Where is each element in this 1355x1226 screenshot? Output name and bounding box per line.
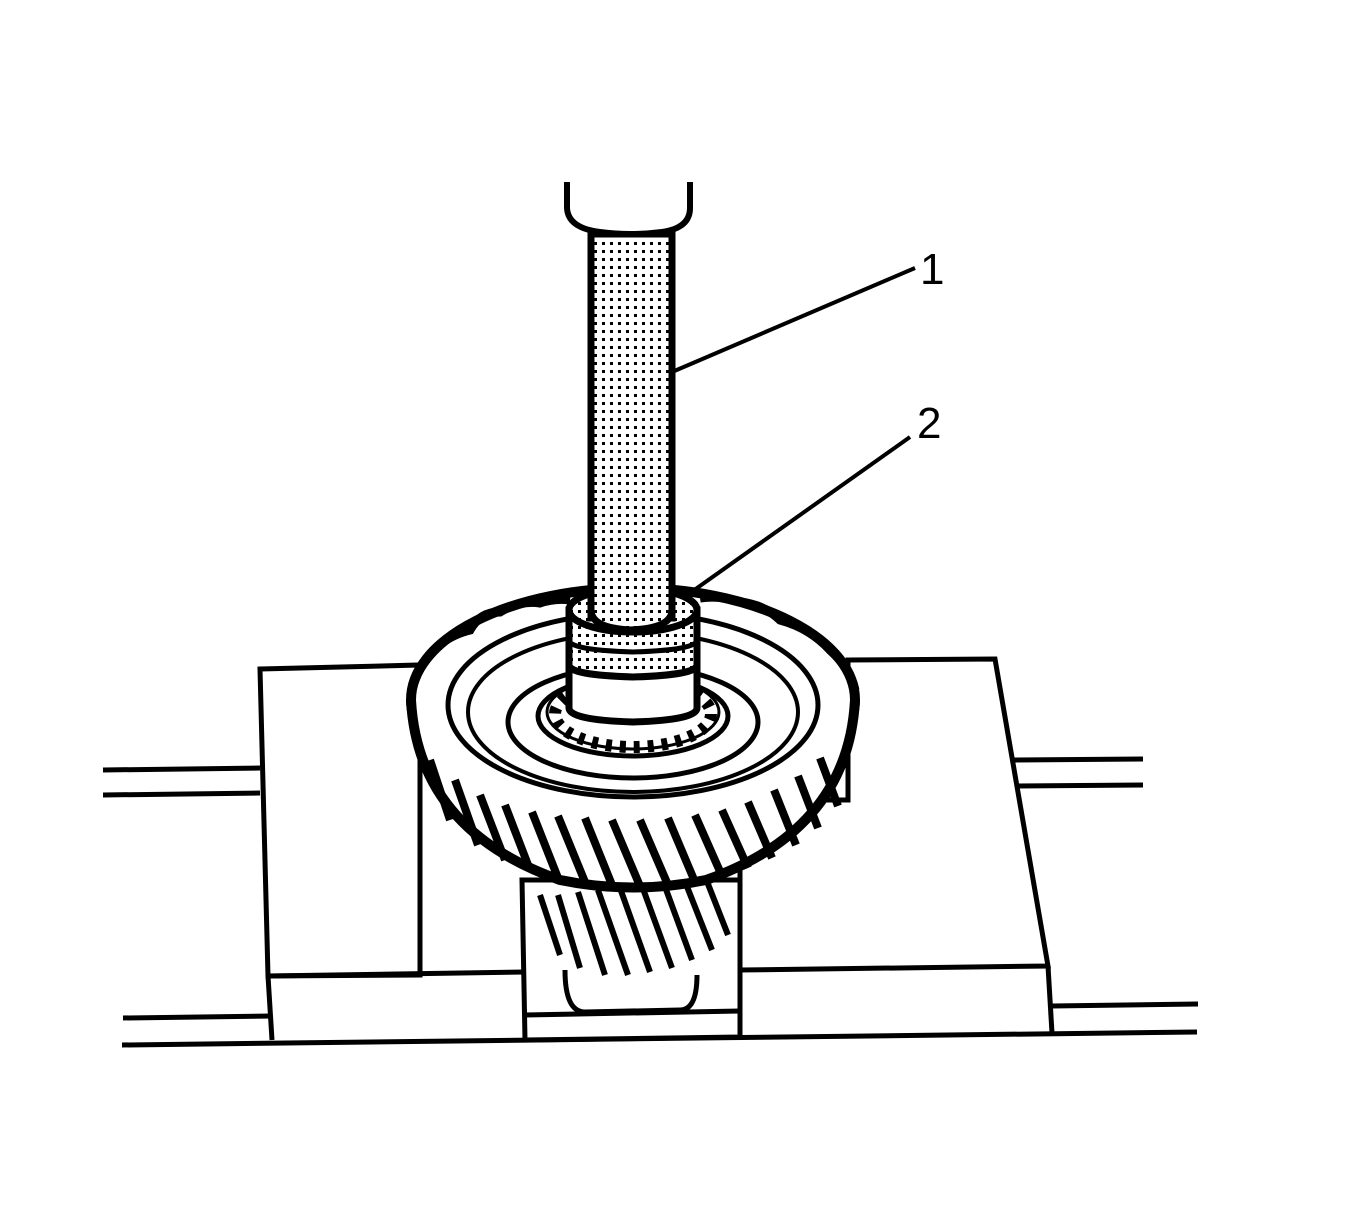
support-block-left <box>257 662 526 1041</box>
leader-1 <box>671 266 916 374</box>
leader-2 <box>688 435 912 595</box>
callout-label-2: 2 <box>917 399 942 448</box>
press-head <box>564 182 693 237</box>
rail-right <box>1011 756 1199 1009</box>
lower-gear-hub <box>519 877 743 1043</box>
callout-leaders <box>671 266 916 595</box>
callout-label-1: 1 <box>920 245 945 294</box>
press-ram <box>587 230 676 634</box>
lower-helical-teeth <box>537 882 731 976</box>
